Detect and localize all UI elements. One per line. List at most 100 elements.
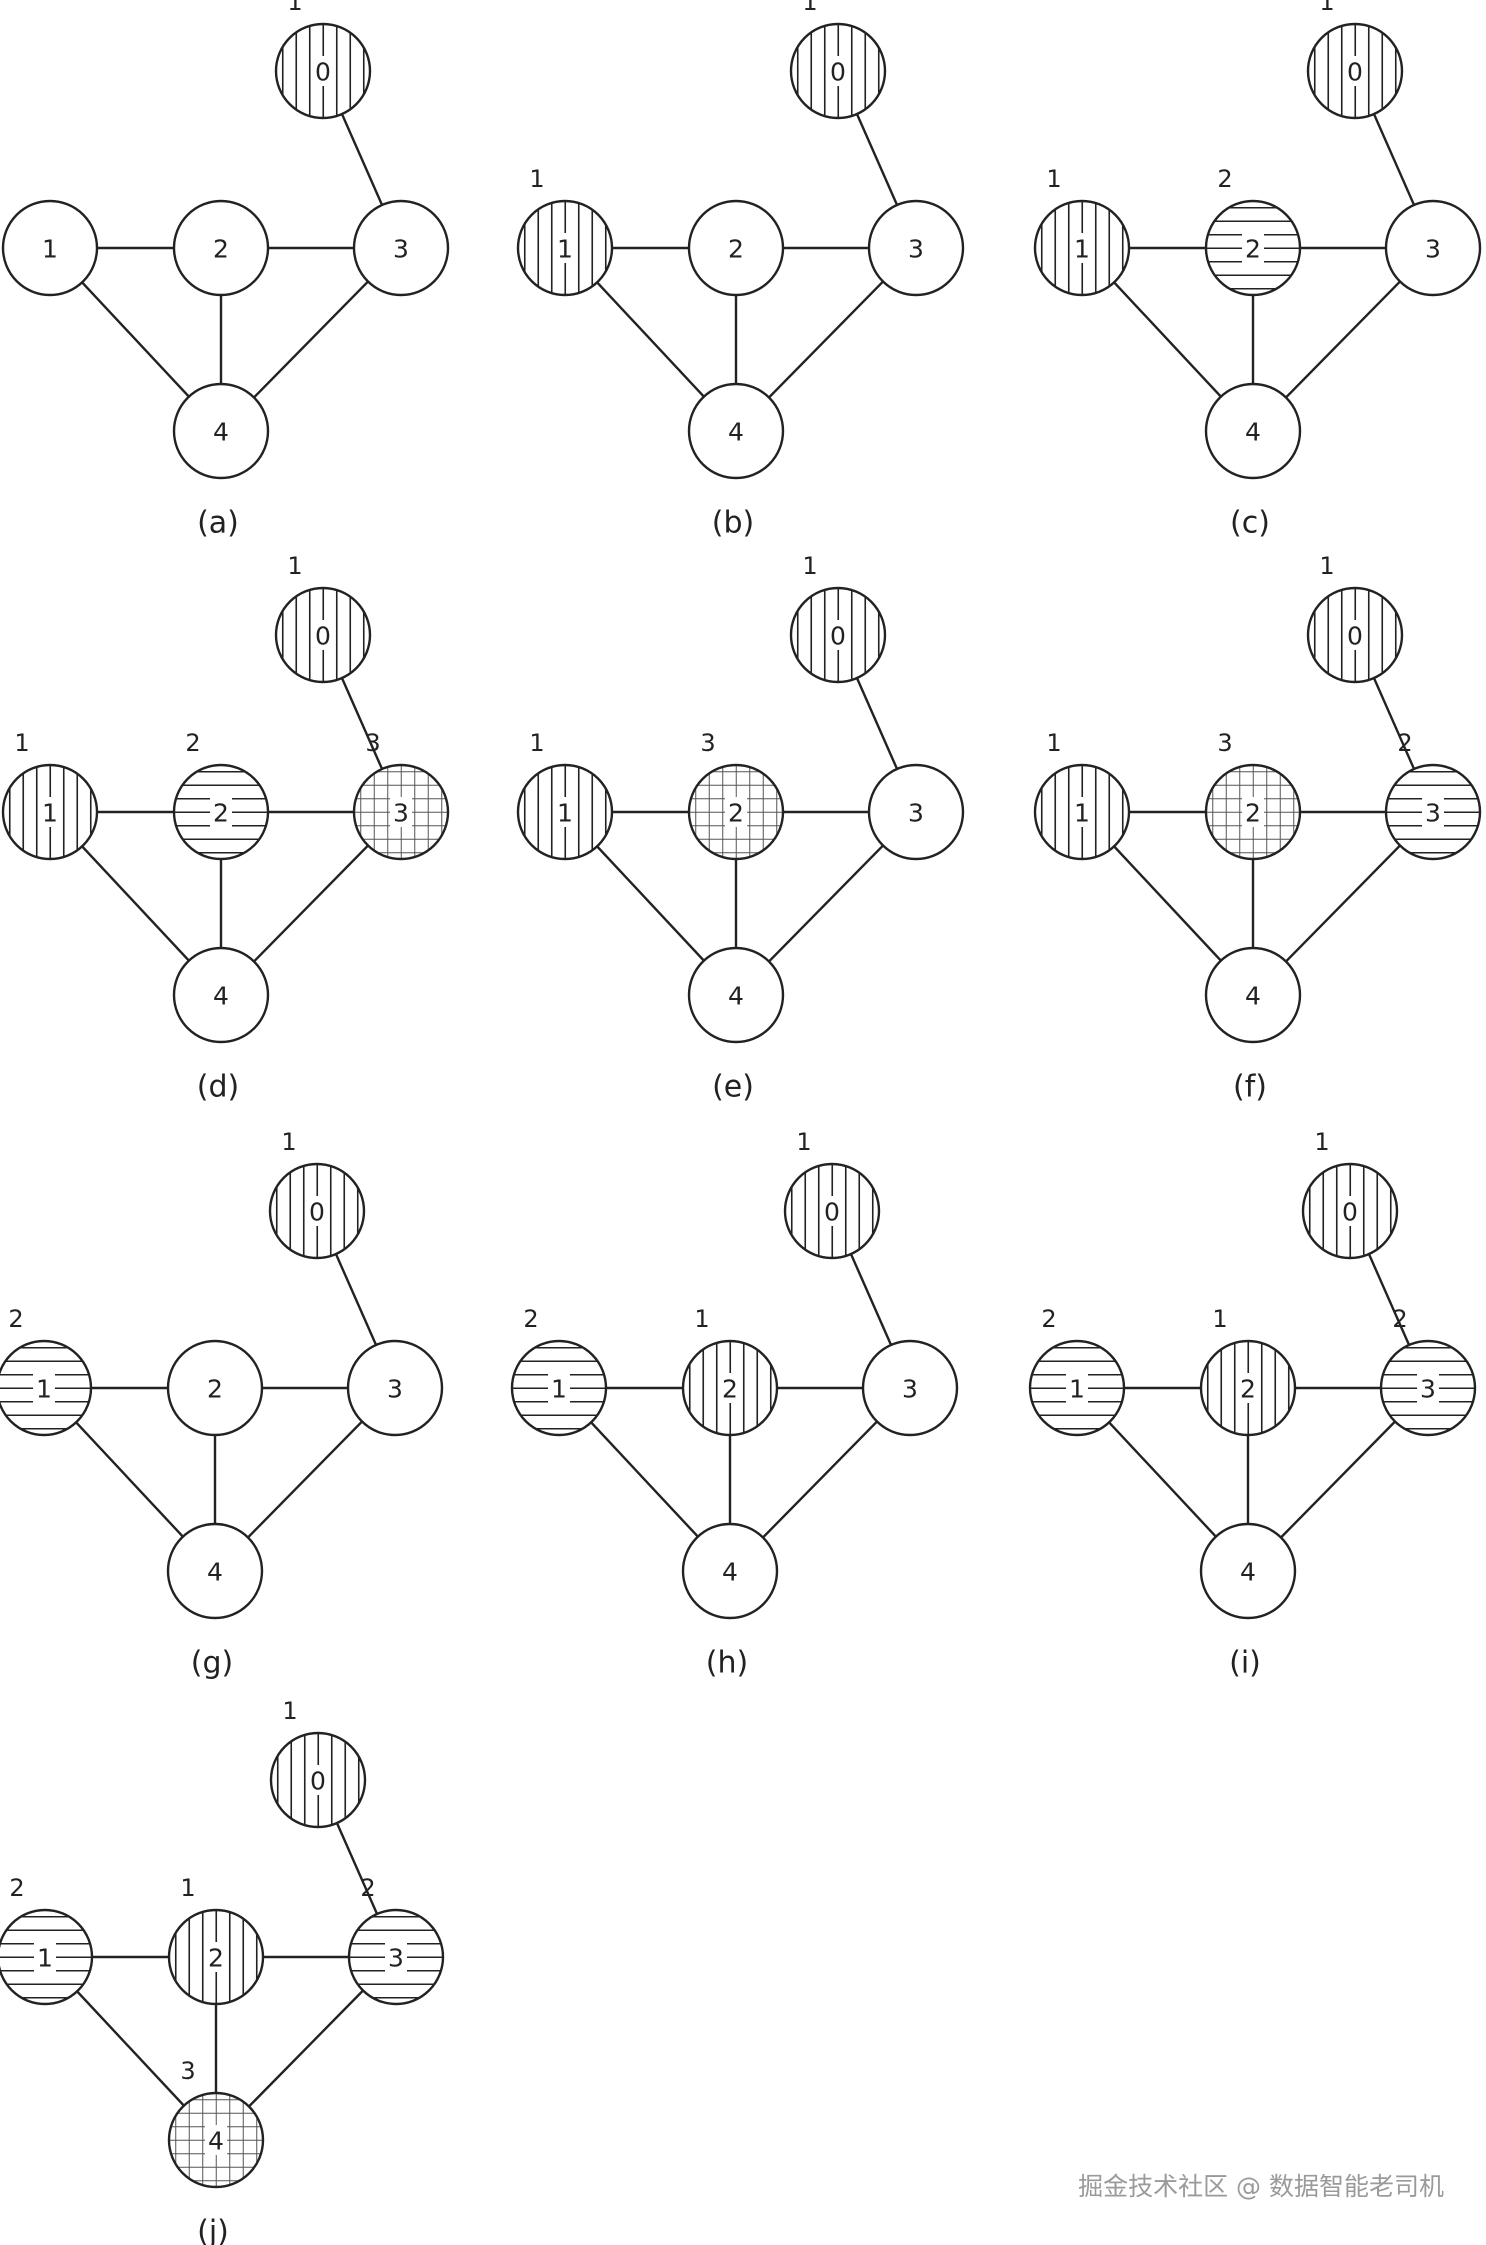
node-label: 0 (309, 1198, 325, 1227)
node-0: 0 (1301, 1162, 1399, 1260)
color-label: 2 (1392, 1305, 1407, 1333)
node-1: 1 (1033, 763, 1131, 861)
node-label: 2 (207, 1375, 223, 1404)
label-backing (34, 1942, 56, 1972)
panel-caption: (i) (1229, 1646, 1261, 1681)
label-backing (306, 1196, 328, 1226)
node-label: 3 (902, 1375, 918, 1404)
label-backing (33, 1373, 55, 1403)
node-1: 1 (0, 1339, 93, 1437)
node-outline (274, 586, 372, 684)
color-label: 1 (282, 1697, 297, 1725)
node-outline (1204, 946, 1302, 1044)
node-1: 1 (0, 1908, 94, 2006)
node-4: 4 (166, 1522, 264, 1620)
node-4: 4 (1204, 382, 1302, 480)
color-label: 1 (1319, 0, 1334, 16)
label-backing (1071, 797, 1093, 827)
color-label: 2 (9, 1874, 24, 1902)
node-label: 2 (213, 235, 229, 264)
color-label: 1 (802, 0, 817, 16)
node-label: 0 (1342, 1198, 1358, 1227)
node-outline (867, 199, 965, 297)
node-outline (1384, 763, 1482, 861)
node-label: 4 (207, 1558, 223, 1587)
node-label: 2 (722, 1375, 738, 1404)
color-label: 2 (1217, 165, 1232, 193)
label-backing (827, 56, 849, 86)
node-outline (867, 763, 965, 861)
node-fill (168, 1341, 262, 1435)
node-outline (167, 2091, 265, 2189)
node-label: 3 (388, 1944, 404, 1973)
node-outline (274, 22, 372, 120)
node-3: 3 (861, 1339, 959, 1437)
node-label: 0 (315, 622, 331, 651)
node-outline (1, 763, 99, 861)
node-fill (1206, 384, 1300, 478)
node-2: 2 (166, 1339, 264, 1437)
color-label: 2 (1041, 1305, 1056, 1333)
node-4: 4 (687, 946, 785, 1044)
node-outline (510, 1339, 608, 1437)
node-0: 0 (789, 22, 887, 120)
node-1: 1 (1028, 1339, 1126, 1437)
label-backing (1417, 1373, 1439, 1403)
label-backing (719, 1373, 741, 1403)
panel-caption: (a) (197, 506, 239, 541)
label-backing (205, 2125, 227, 2155)
node-label: 3 (908, 235, 924, 264)
node-0: 0 (274, 22, 372, 120)
color-label: 1 (1046, 729, 1061, 757)
node-label: 1 (551, 1375, 567, 1404)
node-2: 2 (1204, 199, 1302, 297)
node-fill (168, 1524, 262, 1618)
node-label: 4 (728, 982, 744, 1011)
color-label: 1 (1314, 1128, 1329, 1156)
node-label: 1 (557, 235, 573, 264)
color-label: 1 (529, 165, 544, 193)
node-label: 1 (1074, 799, 1090, 828)
node-label: 2 (728, 799, 744, 828)
node-outline (268, 1162, 366, 1260)
node-outline (1199, 1339, 1297, 1437)
node-outline (516, 763, 614, 861)
node-2: 2 (172, 199, 270, 297)
node-label: 3 (387, 1375, 403, 1404)
node-outline (681, 1522, 779, 1620)
node-2: 2 (687, 763, 785, 861)
label-backing (1422, 797, 1444, 827)
label-backing (554, 797, 576, 827)
color-label: 3 (180, 2057, 195, 2085)
node-2: 2 (167, 1908, 265, 2006)
node-outline (172, 199, 270, 297)
color-label: 2 (523, 1305, 538, 1333)
panel-caption: (j) (197, 2215, 229, 2245)
node-outline (1033, 199, 1131, 297)
color-label: 2 (1397, 729, 1412, 757)
label-backing (827, 620, 849, 650)
node-0: 0 (268, 1162, 366, 1260)
color-label: 3 (1217, 729, 1232, 757)
node-label: 3 (393, 235, 409, 264)
node-2: 2 (172, 763, 270, 861)
color-label: 2 (8, 1305, 23, 1333)
node-outline (1, 199, 99, 297)
node-fill (348, 1341, 442, 1435)
label-backing (307, 1765, 329, 1795)
node-1: 1 (1033, 199, 1131, 297)
node-label: 0 (830, 622, 846, 651)
node-label: 1 (42, 799, 58, 828)
panel-caption: (d) (197, 1070, 239, 1105)
node-outline (681, 1339, 779, 1437)
color-label: 1 (287, 552, 302, 580)
color-label: 1 (14, 729, 29, 757)
node-label: 4 (213, 982, 229, 1011)
node-outline (861, 1339, 959, 1437)
node-0: 0 (1306, 586, 1404, 684)
node-0: 0 (274, 586, 372, 684)
